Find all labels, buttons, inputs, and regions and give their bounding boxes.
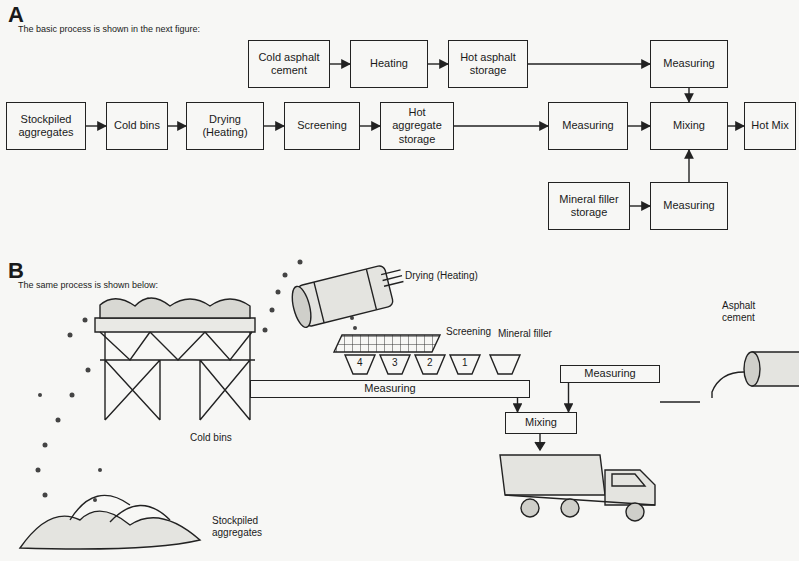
flow-arrow [630,205,650,206]
measuring-bar: Measuring [250,380,530,398]
flow-arrow [168,125,186,126]
process-box: Cold bins [106,102,168,150]
box-label: Hot asphalt storage [453,51,523,77]
flow-arrow [454,125,548,126]
flow-arrow [360,125,380,126]
process-box: Hot asphalt storage [448,40,528,88]
box-label: Hot Mix [751,119,788,132]
box-label: Hot aggregate storage [385,106,449,146]
box-label: Measuring [663,199,714,212]
flow-arrow [568,383,569,412]
bin-number: 1 [462,357,468,369]
measuring-box: Measuring [560,365,660,383]
illustration-strokes [20,260,799,550]
flow-arrow [330,63,350,64]
flow-arrow [628,125,650,126]
intro-text: The basic process is shown in the next f… [18,24,200,34]
process-box: Hot aggregate storage [380,102,454,150]
box-label: Heating [370,57,408,70]
box-label: Cold asphalt cement [253,51,325,77]
flow-arrow [264,125,284,126]
part-label: Cold bins [190,432,232,444]
flow-arrow [528,63,650,64]
flow-arrow [688,150,689,182]
section-letter: B [8,258,24,283]
box-label: Cold bins [114,119,160,132]
process-box: Mineral filler storage [548,182,630,230]
intro-text: The same process is shown below: [18,280,158,290]
box-label: Measuring [663,57,714,70]
box-label: Drying (Heating) [191,113,259,139]
flow-arrow [86,125,106,126]
box-label: Measuring [562,119,613,132]
bin-number: 2 [427,357,433,369]
flow-arrow [517,398,518,412]
process-box: Cold asphalt cement [248,40,330,88]
process-box: Heating [350,40,428,88]
box-label: Mineral filler storage [553,193,625,219]
mixing-box: Mixing [505,412,577,434]
bin-number: 4 [357,357,363,369]
part-label: Asphalt cement [722,300,784,323]
section-letter: A [8,2,24,27]
part-label: Mineral filler [498,328,560,340]
process-box: Drying (Heating) [186,102,264,150]
output-box: Hot Mix [744,102,796,150]
flow-arrow [688,88,689,102]
box-label: Stockpiled aggregates [11,113,81,139]
part-label: Drying (Heating) [405,270,478,282]
process-box: Measuring [650,182,728,230]
process-box: Screening [284,102,360,150]
process-box: Measuring [548,102,628,150]
process-box: Mixing [650,102,728,150]
flow-arrow [428,63,448,64]
process-box: Stockpiled aggregates [6,102,86,150]
part-label: Screening [446,326,491,338]
box-label: Screening [297,119,347,132]
box-label: Mixing [673,119,705,132]
flow-arrow [728,125,744,126]
box-label: Measuring [364,382,415,395]
process-box: Measuring [650,40,728,88]
bin-number: 3 [392,357,398,369]
box-label: Measuring [584,367,635,380]
part-label: Stockpiled aggregates [212,515,282,538]
box-label: Mixing [525,416,557,429]
